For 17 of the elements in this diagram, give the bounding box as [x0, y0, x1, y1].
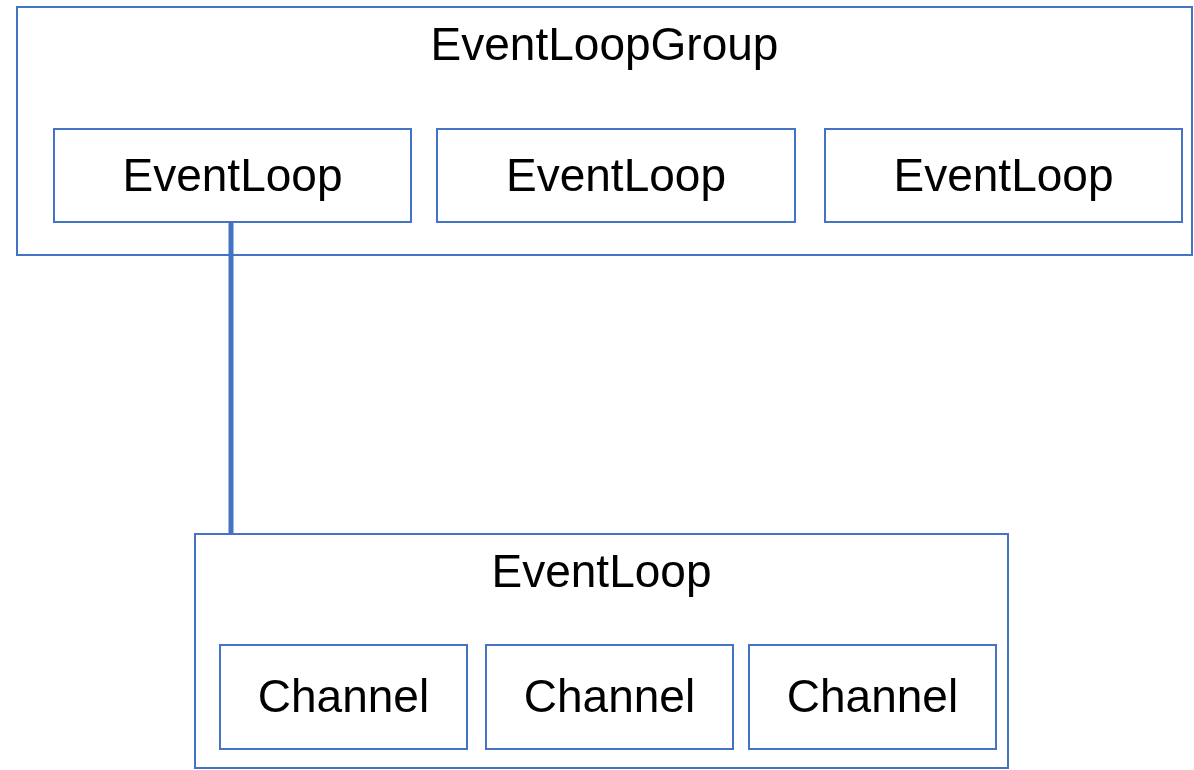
node-label: EventLoop: [491, 544, 712, 599]
process-box: [436, 128, 796, 223]
connector-line: [228, 221, 234, 533]
node-label: EventLoop: [893, 147, 1114, 203]
node-label: Channel: [523, 669, 696, 725]
node-label: Channel: [786, 669, 959, 725]
group-box: [194, 533, 1009, 769]
node-label: EventLoop: [122, 147, 343, 203]
process-box: [53, 128, 412, 223]
process-box: [485, 644, 734, 750]
node-label: EventLoop: [506, 147, 726, 203]
node-label: EventLoopGroup: [430, 17, 779, 72]
node-label: Channel: [257, 669, 430, 725]
process-box: [748, 644, 997, 750]
process-box: [824, 128, 1183, 223]
group-box: [16, 6, 1193, 256]
process-box: [219, 644, 468, 750]
